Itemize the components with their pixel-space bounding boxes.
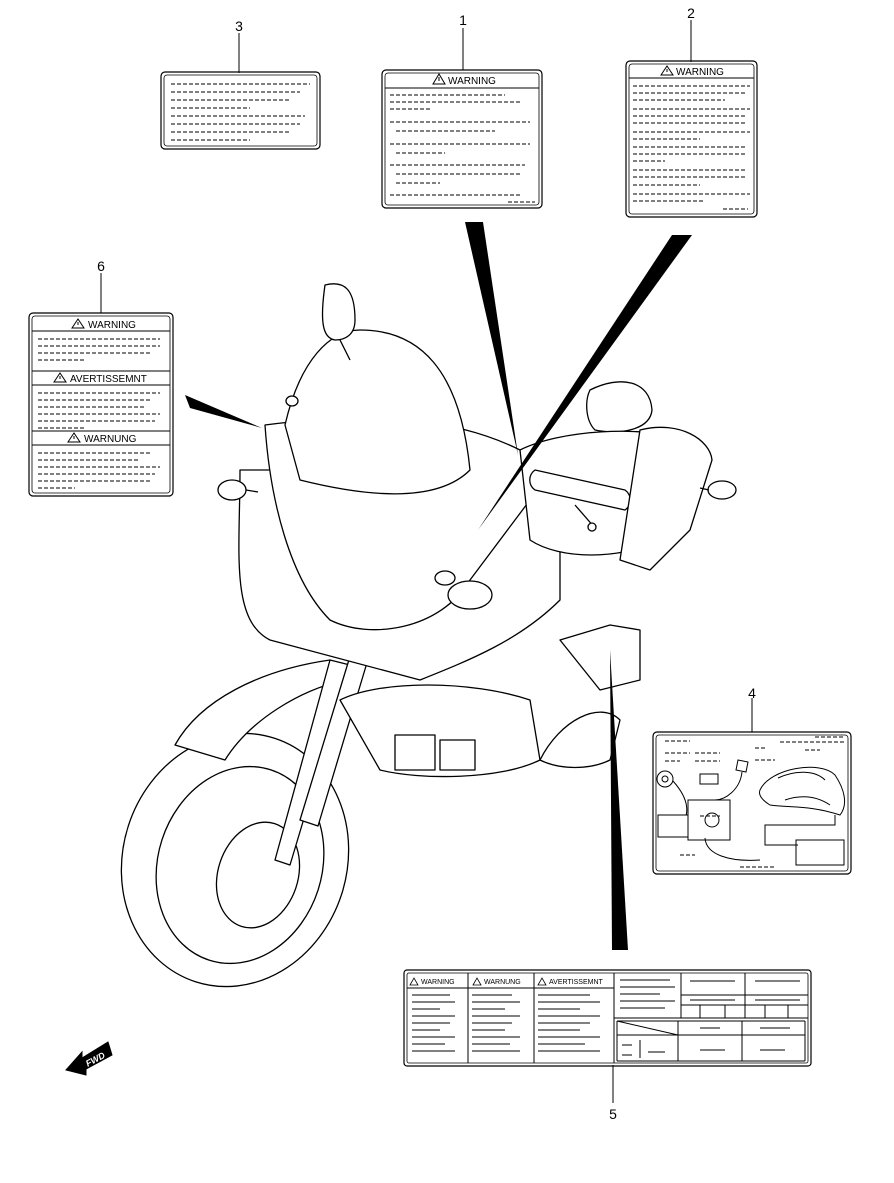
- label-2-warning-heading: WARNING: [676, 67, 724, 78]
- callout-4: 4: [748, 685, 756, 701]
- label-4-card: [652, 731, 852, 875]
- label-3-card: [160, 71, 321, 150]
- warning-triangle-icon: [432, 73, 446, 85]
- callout-3: 3: [235, 18, 243, 34]
- label-1-card: WARNING: [381, 69, 543, 209]
- warning-triangle-icon: [67, 432, 81, 443]
- callout-1: 1: [459, 12, 467, 28]
- callout-5: 5: [609, 1106, 617, 1122]
- pointer-label-6: [185, 395, 262, 428]
- motorcycle-outline: [120, 283, 737, 988]
- sensor-diagram-icon: [656, 759, 761, 861]
- label-6-warning-heading: WARNING: [88, 320, 136, 331]
- warning-triangle-icon: [660, 65, 674, 76]
- warning-triangle-icon: [71, 318, 85, 329]
- warning-triangle-icon: [53, 372, 67, 383]
- label-5-warnung-heading: WARNUNG: [484, 979, 521, 986]
- callout-6: 6: [97, 258, 105, 274]
- label-5-warning-heading: WARNING: [421, 979, 455, 986]
- pointer-label-2: [478, 235, 692, 530]
- pointer-label-5: [610, 650, 628, 950]
- label-6-avertissement-heading: AVERTISSEMNT: [70, 374, 147, 385]
- forward-direction-arrow-icon: FWD: [65, 1041, 113, 1076]
- pointer-wedges: [185, 222, 692, 950]
- label-1-warning-heading: WARNING: [448, 76, 496, 87]
- label-6-card: WARNING AVERTISSEMNT WARNUNG: [28, 312, 174, 497]
- label-6-warnung-heading: WARNUNG: [84, 434, 137, 445]
- label-5-avertissement-heading: AVERTISSEMNT: [549, 979, 604, 986]
- warning-triangle-icon: [409, 977, 419, 986]
- warning-triangle-icon: [472, 977, 482, 986]
- label-5-card: WARNING WARNUNG AVERTISSEMNT: [403, 969, 812, 1067]
- label-2-card: WARNING: [625, 60, 758, 218]
- fuel-tank-diagram-icon: [759, 766, 846, 816]
- leader-lines: [100, 20, 753, 1103]
- pointer-label-1: [465, 222, 518, 455]
- warning-triangle-icon: [537, 977, 547, 986]
- callout-2: 2: [687, 5, 695, 21]
